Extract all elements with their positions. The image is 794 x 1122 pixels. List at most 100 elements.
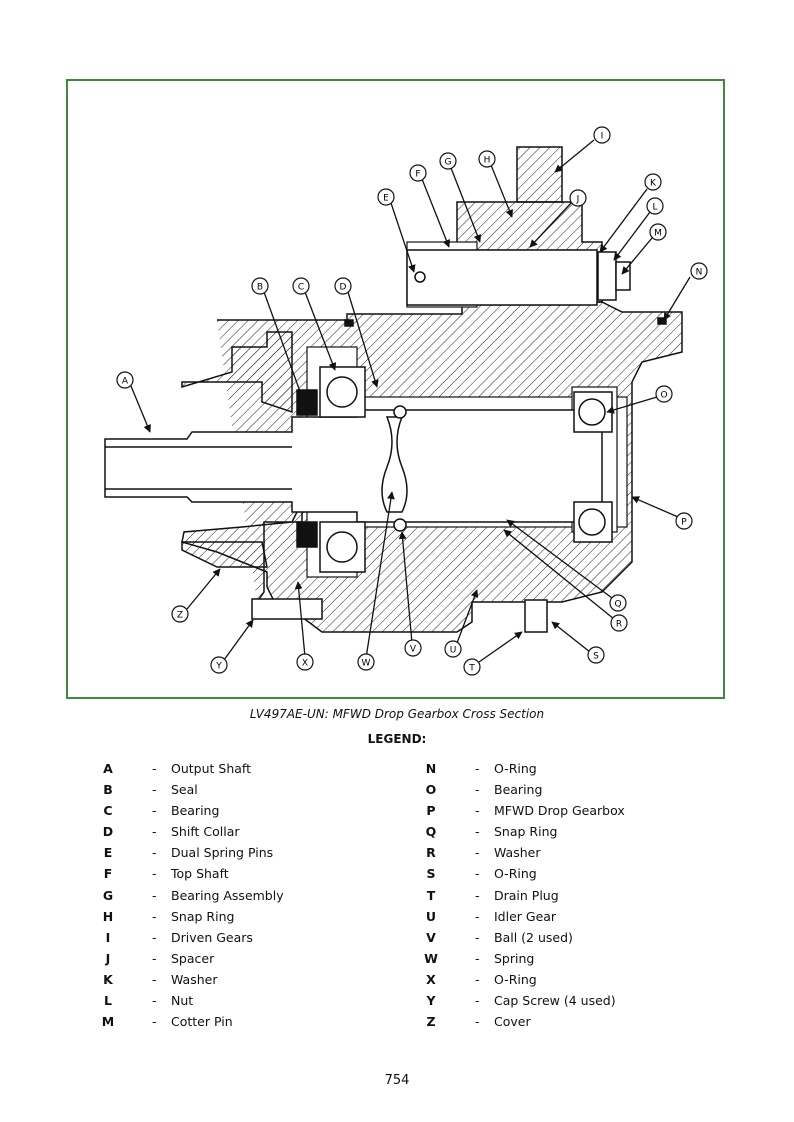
callout-letter: P (681, 518, 687, 528)
callout-a: A (116, 371, 134, 389)
legend-title: LEGEND: (367, 732, 427, 746)
legend-dash: - (152, 866, 157, 882)
callout-letter: J (576, 195, 580, 205)
legend-letter: Y (426, 993, 436, 1009)
callout-z: Z (171, 605, 189, 623)
legend-dash: - (475, 803, 480, 819)
callout-q: Q (609, 594, 627, 612)
legend-desc: Snap Ring (171, 908, 235, 924)
callout-letter: Z (177, 611, 183, 621)
legend-letter: V (426, 929, 436, 945)
callout-circle (210, 656, 228, 674)
callout-circle (334, 277, 352, 295)
callout-circle (171, 605, 189, 623)
legend-dash: - (475, 845, 480, 861)
callout-v: V (404, 639, 422, 657)
legend-desc: O-Ring (494, 971, 537, 987)
legend-dash: - (475, 887, 480, 903)
legend-desc: Spacer (171, 950, 215, 966)
callout-circle (649, 223, 667, 241)
callout-letter: S (593, 652, 599, 662)
callout-circle (587, 646, 605, 664)
legend-desc: Bearing (171, 803, 220, 819)
legend-letter: Z (426, 1014, 436, 1030)
callout-t: T (463, 658, 481, 676)
legend-desc: Top Shaft (171, 866, 229, 882)
legend-letter: G (102, 887, 114, 903)
callout-circle (377, 188, 395, 206)
callout-letter: Q (614, 600, 621, 610)
callout-w: W (357, 653, 375, 671)
callout-letter: Y (215, 662, 222, 672)
callout-letter: O (660, 391, 667, 401)
callout-letter: N (696, 268, 703, 278)
legend-desc: Seal (171, 782, 198, 798)
legend-desc: Cover (494, 1014, 531, 1030)
callout-m: M (649, 223, 667, 241)
callout-letter: K (650, 179, 657, 189)
legend-letter: T (426, 887, 436, 903)
callout-letter: A (122, 377, 129, 387)
legend-desc: Snap Ring (494, 824, 558, 840)
legend-letter: P (426, 803, 436, 819)
callout-circle (478, 150, 496, 168)
callout-d: D (334, 277, 352, 295)
legend-dash: - (475, 866, 480, 882)
legend-desc: Ball (2 used) (494, 929, 573, 945)
callout-i: I (593, 126, 611, 144)
legend-dash: - (152, 887, 157, 903)
legend-dash: - (475, 782, 480, 798)
callout-letter: H (484, 156, 491, 166)
legend-letter: C (103, 803, 113, 819)
legend-dash: - (152, 761, 157, 776)
legend-desc: MFWD Drop Gearbox (494, 803, 625, 819)
callout-x: X (296, 653, 314, 671)
legend-desc: Washer (494, 845, 541, 861)
legend-letter: K (103, 971, 113, 987)
legend-letter: X (426, 971, 436, 987)
callout-y: Y (210, 656, 228, 674)
callout-r: R (610, 614, 628, 632)
legend-dash: - (475, 993, 480, 1009)
callout-circle (357, 653, 375, 671)
legend-letter: D (102, 824, 114, 840)
legend-letter: W (424, 950, 438, 966)
callout-letter: B (257, 283, 263, 293)
callout-s: S (587, 646, 605, 664)
callout-h: H (478, 150, 496, 168)
legend-desc: Output Shaft (171, 761, 251, 776)
legend-desc: O-Ring (494, 761, 537, 776)
legend-desc: Driven Gears (171, 929, 253, 945)
legend-desc: Cotter Pin (171, 1014, 233, 1030)
legend-letter: B (103, 782, 113, 798)
legend-letter: M (101, 1014, 115, 1030)
leader-lines (130, 139, 691, 663)
callout-b: B (251, 277, 269, 295)
callout-circle (409, 164, 427, 182)
callout-k: K (644, 173, 662, 191)
callout-e: E (377, 188, 395, 206)
callout-letter: U (450, 646, 457, 656)
figure-caption: LV497AE-UN: MFWD Drop Gearbox Cross Sect… (249, 707, 545, 721)
callout-letter: C (298, 283, 304, 293)
legend-letter: N (425, 761, 437, 776)
callout-letter: R (616, 620, 622, 630)
callout-letter: L (652, 203, 657, 213)
legend-desc: Drain Plug (494, 887, 559, 903)
callout-letter: D (340, 283, 347, 293)
callout-letter: F (415, 170, 420, 180)
callout-circle (646, 197, 664, 215)
legend-dash: - (152, 782, 157, 798)
legend-dash: - (475, 950, 480, 966)
legend-desc: Nut (171, 993, 194, 1009)
legend-dash: - (475, 824, 480, 840)
legend-letter: O (425, 782, 437, 798)
legend-letter: A (103, 761, 113, 776)
legend-letter: F (103, 866, 113, 882)
callout-circle (439, 152, 457, 170)
legend-dash: - (152, 908, 157, 924)
legend-letter: L (104, 993, 112, 1009)
callout-n: N (690, 262, 708, 280)
